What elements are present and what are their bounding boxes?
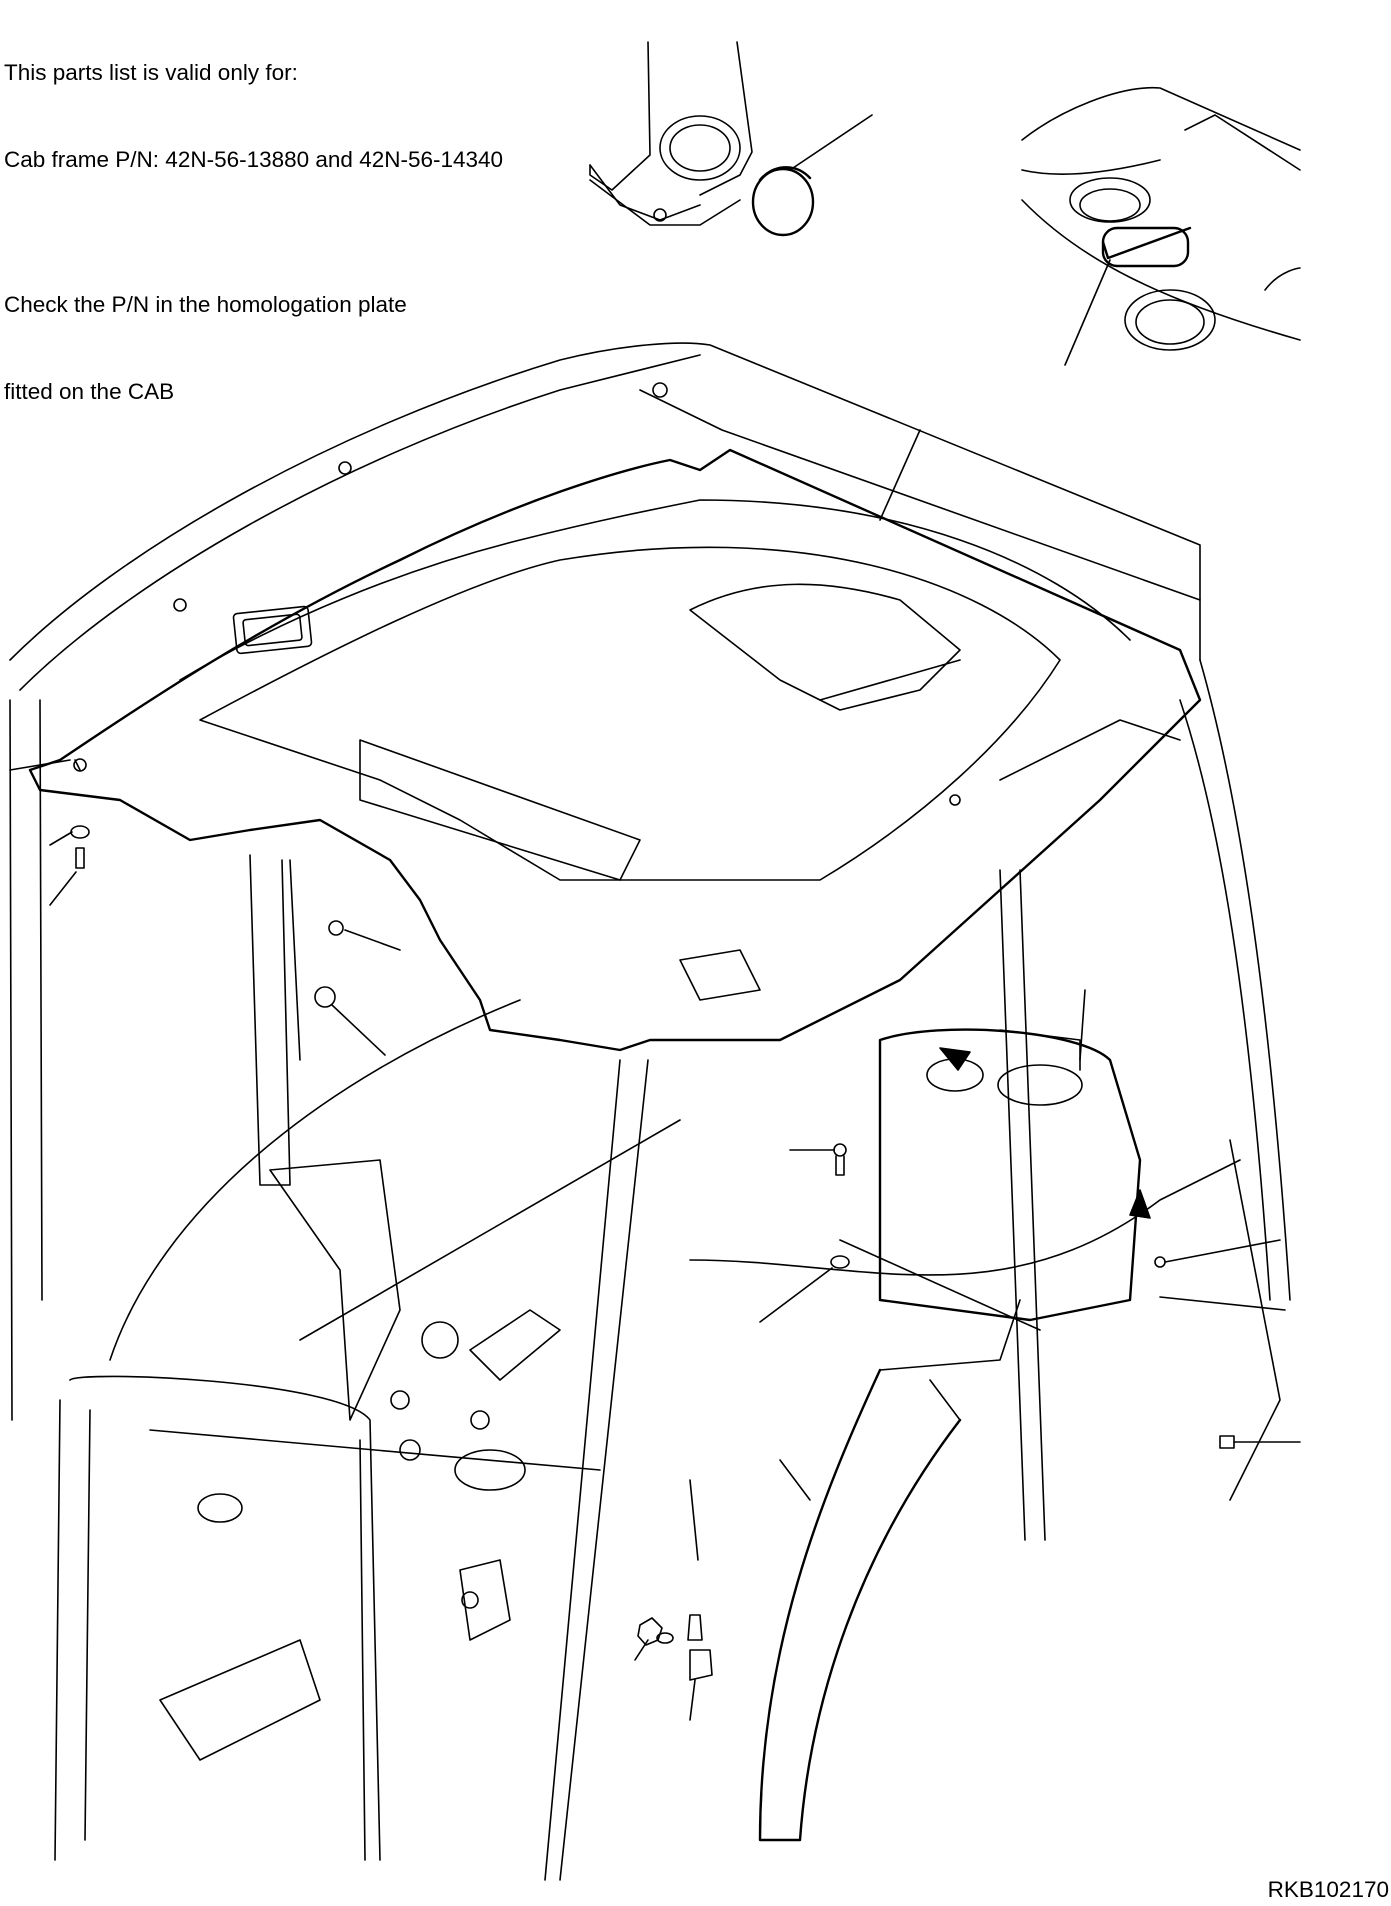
pillar-plugs (314, 920, 401, 1056)
headliner-part (28, 429, 1202, 1052)
callout-leader-plug (789, 114, 873, 171)
lower-trim-panel (758, 1299, 1021, 1842)
clip-part (1154, 1239, 1301, 1449)
callout-leader-console (1079, 989, 1086, 1061)
cab-floor (109, 999, 681, 1761)
cab-roof-panel (9, 342, 1201, 806)
callout-leader-lower-trim (779, 1459, 811, 1501)
console-panel-part (689, 989, 1281, 1501)
callout-leader-headliner (879, 429, 921, 521)
cab-frame-pillars (54, 659, 1291, 1881)
washer-part (759, 1255, 850, 1323)
note-line-5: fitted on the CAB (4, 379, 175, 404)
inset-plug-detail (589, 41, 873, 237)
plug-part (751, 167, 815, 237)
left-side-fasteners (9, 699, 90, 1421)
bolt-part (789, 1143, 847, 1176)
validity-note: This parts list is valid only for: Cab f… (4, 0, 503, 435)
nut-part (634, 1617, 674, 1661)
bracket-part (687, 1479, 713, 1721)
note-line-2: Cab frame P/N: 42N-56-13880 and 42N-56-1… (4, 147, 504, 172)
callout-leader-grille (1064, 259, 1111, 366)
note-line-1: This parts list is valid only for: (4, 60, 298, 85)
drawing-code: RKB102170 (1267, 1877, 1389, 1902)
note-line-4: Check the P/N in the homologation plate (4, 292, 407, 317)
hardware-callouts (314, 920, 1301, 1721)
inset-vent-detail (1021, 86, 1301, 366)
